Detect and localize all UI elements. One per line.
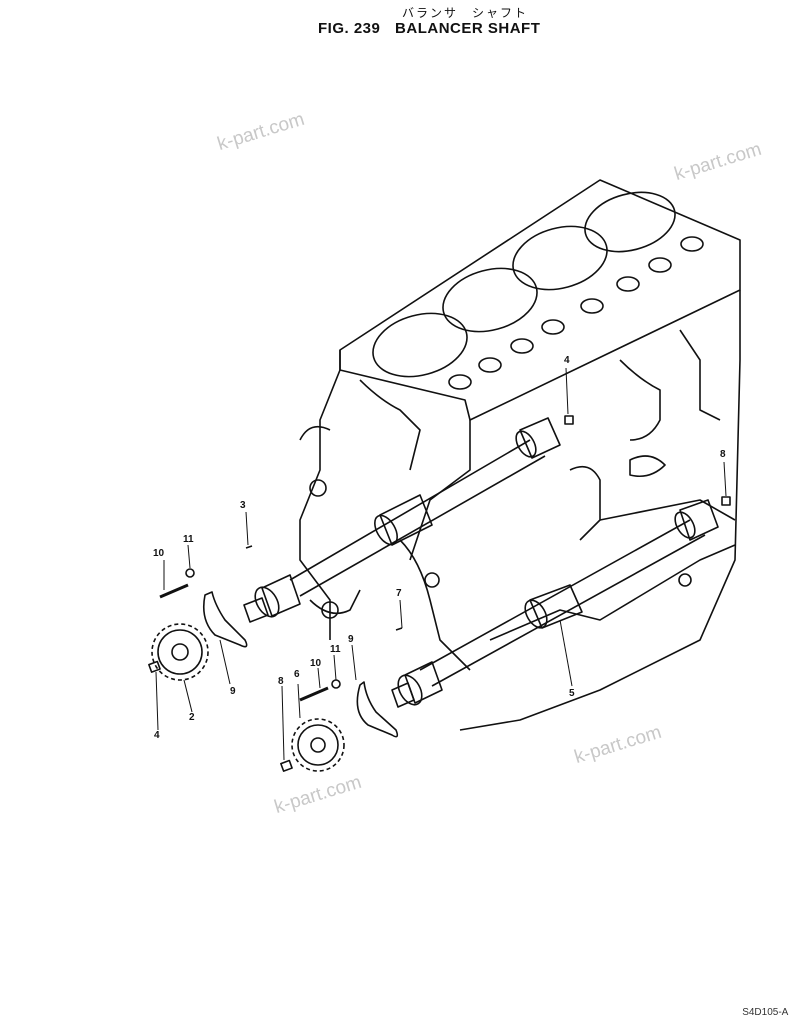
upper-balancer-shaft <box>243 417 561 623</box>
lower-gear-assembly <box>280 415 731 772</box>
callout-4: 4 <box>564 355 570 366</box>
callout-11b: 11 <box>330 644 341 655</box>
fig-name: BALANCER SHAFT <box>395 20 541 37</box>
page-code: S4D105-AB <box>742 1007 789 1018</box>
callout-4b: 4 <box>154 730 160 741</box>
callout-8: 8 <box>720 449 726 460</box>
callout-10: 10 <box>153 548 165 559</box>
title-japanese: バランサ シャフト <box>402 6 529 20</box>
callout-6: 6 <box>294 669 300 680</box>
callout-10b: 10 <box>310 658 322 669</box>
leader-lines <box>155 367 727 761</box>
callout-9b: 9 <box>348 634 354 645</box>
callout-5: 5 <box>569 688 575 699</box>
callout-8b: 8 <box>278 676 284 687</box>
callout-3: 3 <box>240 500 246 511</box>
callout-7: 7 <box>396 588 402 599</box>
callout-2: 2 <box>189 712 195 723</box>
fig-number: FIG. 239 <box>318 20 381 37</box>
callout-11: 11 <box>183 534 194 545</box>
figure-title: FIG. 239 BALANCER SHAFT <box>318 20 550 37</box>
lower-balancer-shaft <box>391 499 719 708</box>
upper-gear-assembly <box>148 545 253 681</box>
engine-block <box>299 179 741 731</box>
callout-9: 9 <box>230 686 236 697</box>
